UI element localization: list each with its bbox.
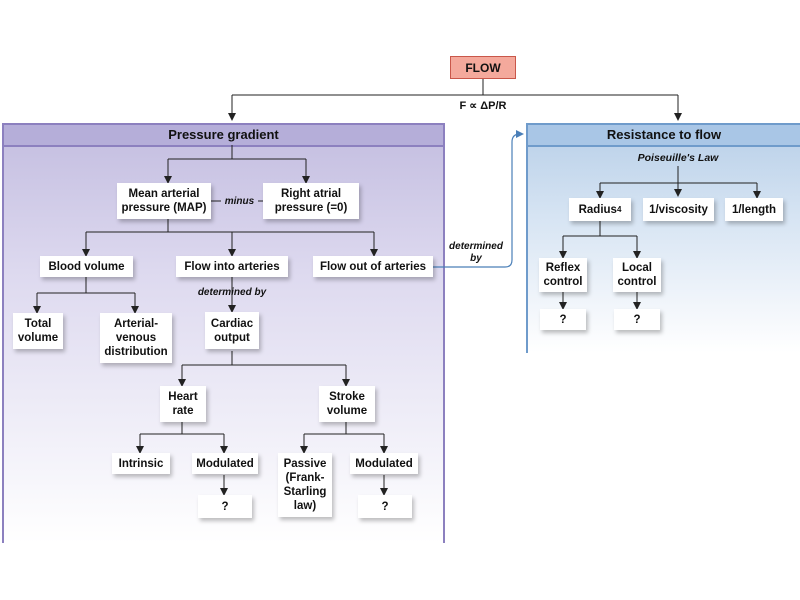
- hr-modulated-box: Modulated: [192, 453, 258, 474]
- cardiac-output-split-line: [182, 351, 346, 366]
- total-volume-box: Total volume: [13, 313, 63, 349]
- blood-volume-box: Blood volume: [40, 256, 133, 277]
- heart-rate-split-line: [140, 422, 224, 435]
- rap-box: Right atrial pressure (=0): [263, 183, 359, 219]
- radius-split-line: [563, 221, 637, 237]
- local-control-box: Local control: [613, 258, 661, 292]
- flow-formula: F ∝ ΔP/R: [459, 100, 507, 112]
- flow-box: FLOW: [450, 56, 516, 79]
- pressure-split-line: [168, 145, 306, 160]
- flow-out-of-arteries-box: Flow out of arteries: [313, 256, 433, 277]
- blood-volume-split-line: [37, 277, 135, 294]
- map-box: Mean arterial pressure (MAP): [117, 183, 211, 219]
- stroke-volume-split-line: [304, 422, 384, 435]
- poiseuille-law-label: Poiseuille's Law: [637, 152, 719, 164]
- radius-label: Radius: [578, 203, 617, 216]
- length-box: 1/length: [725, 198, 783, 221]
- minus-label: minus: [224, 196, 255, 207]
- link-determined-by-label: determined by: [449, 241, 503, 264]
- stroke-volume-box: Stroke volume: [319, 386, 375, 422]
- av-distribution-box: Arterial- venous distribution: [100, 313, 172, 363]
- cardiac-output-box: Cardiac output: [205, 312, 259, 349]
- passive-box: Passive (Frank- Starling law): [278, 453, 332, 517]
- resistance-title: Resistance to flow: [528, 125, 800, 147]
- local-question-box: ?: [614, 309, 660, 330]
- sv-question-box: ?: [358, 495, 412, 518]
- determined-by-label: determined by: [197, 287, 267, 298]
- reflex-control-box: Reflex control: [539, 258, 587, 292]
- sv-modulated-box: Modulated: [350, 453, 418, 474]
- arrow-flow-out-to-resistance: [433, 130, 524, 268]
- hr-question-box: ?: [198, 495, 252, 518]
- viscosity-box: 1/viscosity: [643, 198, 714, 221]
- intrinsic-box: Intrinsic: [112, 453, 170, 474]
- flow-split-line: [232, 79, 678, 96]
- reflex-question-box: ?: [540, 309, 586, 330]
- pressure-gradient-title: Pressure gradient: [4, 125, 443, 147]
- flow-into-arteries-box: Flow into arteries: [176, 256, 288, 277]
- heart-rate-box: Heart rate: [160, 386, 206, 422]
- radius-exponent: 4: [616, 204, 622, 214]
- map-split-line: [86, 219, 374, 233]
